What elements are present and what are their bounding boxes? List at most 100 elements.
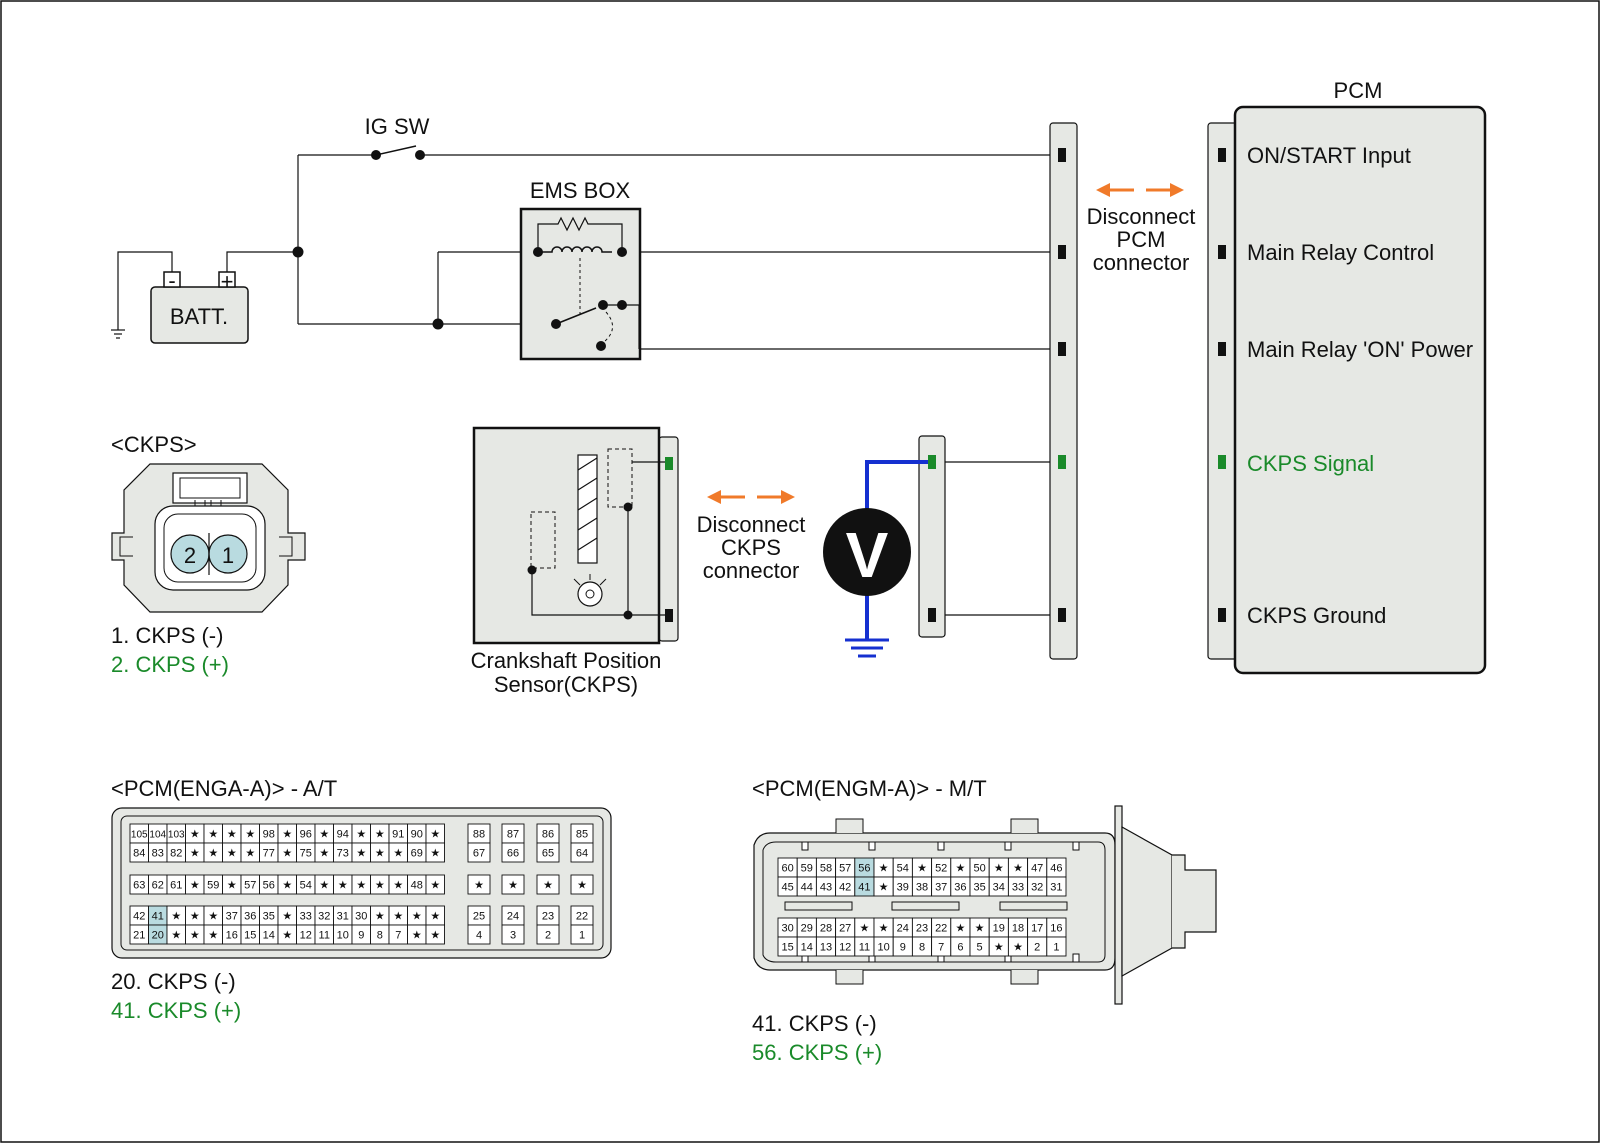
pcm-engm-pin: 19 (988, 917, 1009, 938)
svg-text:2: 2 (1034, 942, 1040, 954)
pcm-engm-pin: 52 (931, 857, 952, 878)
svg-text:10: 10 (337, 930, 349, 942)
harness-pin-ckps-signal (1058, 455, 1066, 469)
pcm-engm-pin: ★ (1007, 936, 1029, 957)
svg-text:82: 82 (170, 848, 182, 860)
pcm-engm-pin: 28 (815, 917, 837, 938)
svg-text:85: 85 (576, 829, 588, 841)
pcm-enga-pin: ★ (370, 842, 390, 863)
svg-text:90: 90 (411, 829, 423, 841)
svg-text:45: 45 (781, 882, 793, 894)
pcm-pin-ckps-ground: CKPS Ground (1247, 603, 1386, 628)
svg-text:★: ★ (227, 880, 237, 892)
svg-text:36: 36 (954, 882, 966, 894)
pcm-enga-pin: 87 (501, 823, 525, 844)
svg-text:18: 18 (1012, 923, 1024, 935)
svg-text:★: ★ (412, 911, 422, 923)
svg-text:39: 39 (897, 882, 909, 894)
svg-text:32: 32 (1031, 882, 1043, 894)
pcm-engm-pin: 29 (796, 917, 817, 938)
svg-text:44: 44 (801, 882, 813, 894)
pcm-enga-pin: 14 (259, 924, 279, 945)
pcm-enga-pin: 23 (536, 905, 560, 926)
pcm-enga-pin: ★ (407, 924, 427, 945)
pcm-engm-pin: 12 (835, 936, 856, 957)
pcm-engm-pin: ★ (911, 857, 933, 878)
pcm-enga-pin: 83 (148, 842, 168, 863)
svg-text:★: ★ (430, 829, 440, 841)
svg-text:59: 59 (207, 880, 219, 892)
pcm-enga-pin: 24 (501, 905, 525, 926)
pcm-pin-main-relay-control: Main Relay Control (1247, 240, 1434, 265)
svg-text:87: 87 (507, 829, 519, 841)
pcm-enga-pin: ★ (203, 842, 223, 863)
svg-text:38: 38 (916, 882, 928, 894)
pcm-enga-pin: ★ (166, 924, 186, 945)
svg-text:64: 64 (576, 848, 588, 860)
main-wires (297, 154, 1062, 616)
pcm-enga-legend-1: 20. CKPS (-) (111, 969, 236, 994)
pcm-enga-pin: ★ (467, 874, 491, 895)
pcm-enga-title: <PCM(ENGA-A)> - A/T (111, 776, 337, 801)
svg-text:★: ★ (994, 863, 1004, 875)
pcm-enga-pin: 62 (148, 874, 168, 895)
pcm-engm-pin: ★ (988, 857, 1009, 878)
pcm-enga-pin: 1 (570, 924, 594, 945)
svg-text:57: 57 (839, 863, 851, 875)
pcm-enga-pin: ★ (240, 823, 260, 844)
disconnect-pcm-line3: connector (1093, 250, 1190, 275)
svg-text:★: ★ (994, 942, 1004, 954)
svg-text:91: 91 (392, 829, 404, 841)
pcm-enga-pin: 57 (240, 874, 260, 895)
pcm-enga-pin: 9 (351, 924, 371, 945)
svg-text:15: 15 (244, 930, 256, 942)
svg-text:★: ★ (1013, 863, 1023, 875)
svg-text:★: ★ (393, 911, 403, 923)
svg-text:105: 105 (131, 830, 148, 841)
svg-text:★: ★ (508, 880, 518, 892)
sensor-label-line1: Crankshaft Position (471, 648, 662, 673)
svg-text:22: 22 (935, 923, 947, 935)
svg-text:33: 33 (300, 911, 312, 923)
pcm-engm-pin: 9 (892, 936, 913, 957)
svg-text:★: ★ (208, 848, 218, 860)
pcm-enga-pin: 33 (296, 905, 316, 926)
disconnect-ckps-line2: CKPS (721, 535, 781, 560)
pcm-engm-pin: 39 (892, 876, 913, 897)
pcm-engm-pin: 18 (1007, 917, 1029, 938)
svg-text:1: 1 (1053, 942, 1059, 954)
svg-text:23: 23 (542, 911, 554, 923)
pcm-enga-pin: 54 (296, 874, 316, 895)
pcm-enga-pin: ★ (185, 924, 205, 945)
double-arrow-icon (1096, 183, 1184, 197)
pcm-enga-pin: ★ (222, 823, 242, 844)
svg-text:22: 22 (576, 911, 588, 923)
disconnect-pcm-note: Disconnect PCM connector (1087, 183, 1195, 275)
pcm-enga-pin: 90 (407, 823, 427, 844)
svg-text:77: 77 (263, 848, 275, 860)
pcm-enga-pin: 96 (296, 823, 316, 844)
svg-text:24: 24 (897, 923, 909, 935)
svg-text:★: ★ (282, 911, 292, 923)
svg-text:★: ★ (190, 848, 200, 860)
svg-text:★: ★ (171, 911, 181, 923)
svg-text:94: 94 (337, 829, 349, 841)
svg-text:★: ★ (190, 880, 200, 892)
pcm-enga-pin: 32 (314, 905, 334, 926)
ignition-switch: IG SW (365, 114, 430, 160)
svg-text:16: 16 (226, 930, 238, 942)
pcm-enga-pin: ★ (425, 874, 445, 895)
pcm-enga-pin: ★ (185, 874, 205, 895)
voltmeter: V (823, 435, 946, 658)
svg-text:★: ★ (171, 930, 181, 942)
pcm-enga-pin: 77 (259, 842, 279, 863)
pcm-enga-pin: 21 (129, 924, 149, 945)
pcm-engm-pin: ★ (873, 876, 894, 897)
svg-text:★: ★ (430, 848, 440, 860)
pcm-enga-pin: 73 (333, 842, 353, 863)
pcm-enga-pin: ★ (277, 874, 297, 895)
pcm-engm-pin: 57 (835, 857, 856, 878)
pcm-module: PCM ON/START Input Main Relay Control Ma… (1207, 78, 1487, 675)
svg-text:6: 6 (957, 942, 963, 954)
